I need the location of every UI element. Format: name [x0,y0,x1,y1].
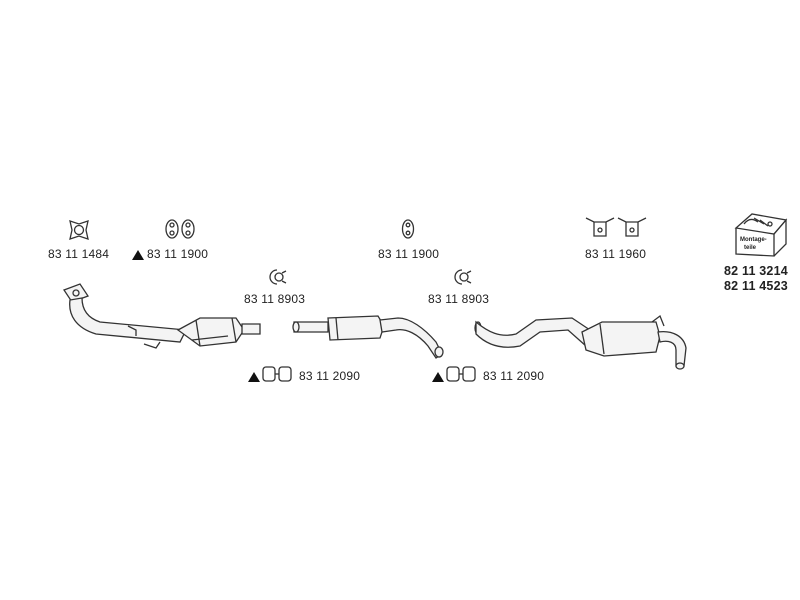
warning-triangle-icon [132,250,144,260]
part-number-rubber-mount: 83 11 1900 [378,247,440,261]
pipe-clamp-icon [454,269,472,285]
mounting-kit-box-icon: Montage- teile [734,213,788,257]
part-number-clamp-1: 83 11 8903 [244,292,306,306]
rubber-mount-icon [401,219,415,239]
part-number-clamp-2: 83 11 8903 [428,292,490,306]
kit-box-text-1: Montage- [740,237,767,243]
warning-triangle-icon [432,372,444,382]
mounting-bracket-pair-icon [446,366,476,382]
part-number-gasket: 83 11 1484 [48,247,110,261]
mounting-bracket-pair-icon [262,366,292,382]
part-number-kit-2: 82 11 4523 [724,279,788,293]
warning-triangle-icon [248,372,260,382]
part-number-hanger-pair: 83 11 1960 [585,247,647,261]
hanger-pair-icon [585,217,647,237]
part-number-bracket-1: 83 11 2090 [299,369,361,383]
rubber-mount-pair-icon [165,219,195,239]
part-number-rubber-mount-pair: 83 11 1900 [147,247,209,261]
flange-gasket-icon [69,220,89,240]
kit-box-text-2: teile [744,245,757,251]
part-number-kit-1: 82 11 3214 [724,264,788,278]
part-number-bracket-2: 83 11 2090 [483,369,545,383]
pipe-clamp-icon [269,269,287,285]
